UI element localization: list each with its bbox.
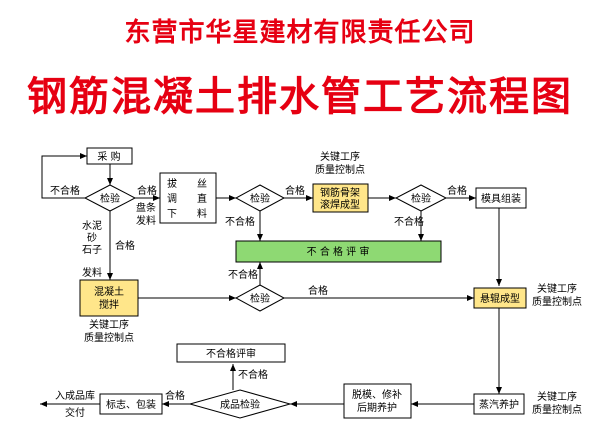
label-fail-5: 不合格	[238, 368, 268, 381]
text-labels-coil-1: 发料	[136, 214, 156, 227]
node-inspect-1: 检验	[83, 184, 137, 212]
text-labels-key_process-0: 关键工序	[89, 318, 129, 331]
text-nodes-review_bar: 不 合 格 评 审	[307, 245, 370, 258]
node-cage-welding: 钢筋骨架 滚焊成型	[312, 183, 369, 213]
flowchart-title: 钢筋混凝土排水管工艺流程图	[27, 74, 573, 120]
label-fail-3: 不合格	[394, 215, 424, 228]
text-labels-key_process-0: 关键工序	[320, 150, 360, 163]
text-nodes-mix-0: 混凝土	[94, 285, 124, 298]
text-labels-key_process-0: 关键工序	[537, 282, 577, 295]
text-nodes-roll: 悬辊成型	[480, 292, 520, 305]
label-pass-2: 合格	[285, 184, 305, 197]
text-nodes-inspect: 检验	[250, 192, 270, 205]
text-nodes-cage-0: 钢筋骨架	[320, 186, 360, 199]
label-pass-5: 合格	[165, 389, 185, 402]
node-inspect-4: 检验	[234, 284, 286, 312]
text-labels-coil-0: 盘条	[136, 201, 156, 214]
key-process-note-steam: 关键工序 质量控制点	[532, 390, 582, 416]
key-process-note-mix: 关键工序 质量控制点	[84, 318, 134, 344]
text-nodes-unload-5: 料	[197, 207, 207, 220]
node-steam-curing: 蒸汽养护	[473, 393, 525, 415]
text-labels-key_process-1: 质量控制点	[532, 295, 582, 308]
text-labels-warehouse-1: 交付	[65, 406, 85, 419]
purchase-label: 采 购	[97, 150, 120, 163]
text-nodes-review: 不合格评审	[206, 347, 256, 360]
text-labels-warehouse-0: 入成品库	[55, 389, 95, 402]
label-pass-1: 合格	[137, 184, 157, 197]
label-fail-2: 不合格	[225, 215, 255, 228]
connectors	[40, 153, 502, 407]
node-review: 不合格评审	[176, 343, 286, 363]
node-unload: 拔 丝 调 直 下 料	[159, 172, 217, 224]
text-labels-key_process-1: 质量控制点	[84, 331, 134, 344]
node-demold-curing: 脱模、修补 后期养护	[343, 383, 412, 419]
text-nodes-steam: 蒸汽养护	[479, 398, 519, 411]
node-review-bar: 不 合 格 评 审	[235, 240, 442, 263]
node-concrete-mixing: 混凝土 搅拌	[79, 279, 139, 317]
text-labels-materials-2: 石子	[82, 244, 102, 256]
node-finished-inspect: 成品检验	[188, 389, 292, 419]
text-nodes-demold-1: 后期养护	[357, 401, 397, 414]
text-labels-materials-1: 砂	[87, 231, 97, 244]
text-nodes-finished_inspect: 成品检验	[220, 398, 260, 411]
node-mold-assembly: 模具组装	[475, 187, 527, 209]
company-name: 东营市华星建材有限责任公司	[124, 18, 476, 48]
node-inspect-2: 检验	[234, 184, 286, 212]
label-pass-4: 合格	[308, 284, 328, 297]
text-nodes-unload-4: 下	[167, 209, 177, 220]
text-nodes-inspect: 检验	[411, 192, 431, 205]
node-inspect-3: 检验	[394, 184, 448, 212]
text-labels-key_process-0: 关键工序	[537, 390, 577, 403]
text-nodes-label_pack: 标志、包装	[106, 398, 156, 411]
text-nodes-mix-1: 搅拌	[99, 298, 119, 311]
label-pass-3: 合格	[447, 184, 467, 197]
key-process-note-roll: 关键工序 质量控制点	[532, 282, 582, 308]
warehouse-delivery-note: 入成品库 交付	[55, 389, 95, 419]
inspect-label: 检验	[100, 192, 120, 205]
key-process-note-cage: 关键工序 质量控制点	[315, 150, 365, 176]
arrow-inspect-fail-loop	[41, 153, 87, 199]
text-nodes-mold: 模具组装	[481, 192, 521, 205]
text-nodes-unload-2: 调	[167, 193, 177, 205]
text-nodes-inspect: 检验	[250, 292, 270, 305]
text-nodes-unload-0: 拔	[167, 177, 177, 190]
label-fail-4: 不合格	[228, 268, 258, 281]
text-nodes-unload-1: 丝	[197, 178, 207, 190]
text-labels-key_process-1: 质量控制点	[532, 403, 582, 416]
text-labels-key_process-1: 质量控制点	[315, 163, 365, 176]
text-nodes-cage-1: 滚焊成型	[320, 198, 360, 211]
node-roll-forming: 悬辊成型	[473, 287, 527, 309]
label-pass-mix: 合格	[115, 239, 135, 252]
text-nodes-demold-0: 脱模、修补	[352, 388, 402, 401]
label-fail-1: 不合格	[50, 184, 80, 197]
text-labels-materials-0: 水泥	[82, 219, 102, 232]
node-purchase: 采 购	[86, 147, 133, 165]
edge-labels: 不合格 合格 盘条 发料 水泥 砂 石子 合格 发料 合格 不合格 合格 不合格…	[50, 184, 467, 402]
node-label-pack: 标志、包装	[99, 393, 163, 415]
label-issue: 发料	[82, 266, 102, 279]
text-nodes-unload-3: 直	[197, 192, 207, 205]
